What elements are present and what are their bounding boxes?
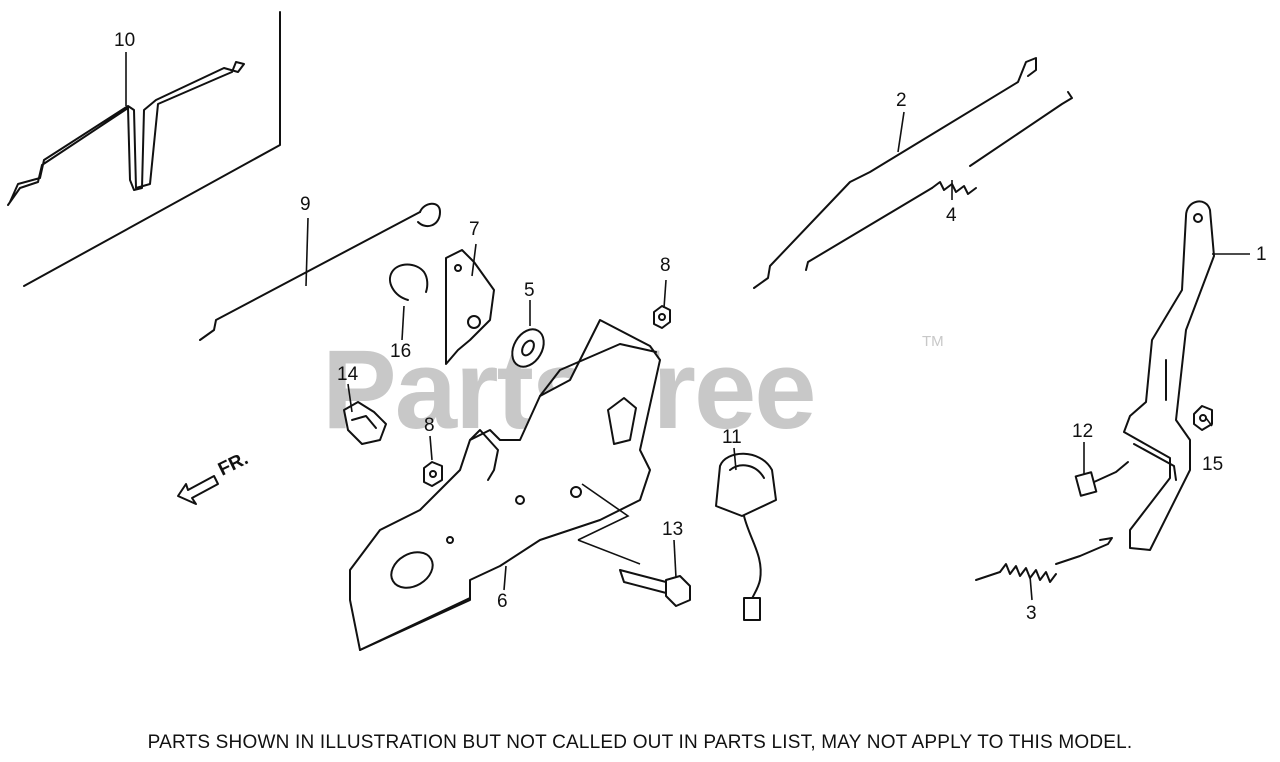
callout-15[interactable]: 15 — [1202, 454, 1223, 475]
part-4-spring[interactable] — [805, 91, 1073, 271]
front-direction-label: FR. — [215, 448, 252, 480]
part-12-screw[interactable] — [1074, 461, 1129, 497]
part-6-dash-guide — [577, 483, 630, 541]
callout-14[interactable]: 14 — [337, 364, 359, 385]
callout-1[interactable]: 1 — [1256, 244, 1267, 265]
callout-8-upper[interactable]: 8 — [660, 255, 671, 276]
callout-13[interactable]: 13 — [662, 519, 683, 540]
callout-10[interactable]: 10 — [114, 30, 135, 51]
callout-7[interactable]: 7 — [469, 219, 480, 240]
part-5-washer[interactable] — [506, 324, 550, 373]
part-11-switch[interactable] — [715, 452, 777, 621]
callout-12[interactable]: 12 — [1072, 421, 1093, 442]
callout-4[interactable]: 4 — [946, 205, 957, 226]
part-9-rod[interactable] — [199, 202, 441, 341]
watermark-trademark: TM — [922, 333, 944, 350]
callout-labels: 1 2 3 4 5 6 7 8 8 9 10 11 12 13 14 15 16 — [114, 30, 1267, 624]
callout-5[interactable]: 5 — [524, 280, 535, 301]
part-8a-nut[interactable] — [653, 305, 671, 329]
part-1-lever[interactable] — [1123, 200, 1215, 551]
part-6-base-plate[interactable] — [349, 319, 661, 651]
part-13-bolt[interactable] — [619, 569, 691, 607]
callout-3[interactable]: 3 — [1026, 603, 1037, 624]
callout-8-lower[interactable]: 8 — [424, 415, 435, 436]
part-15-nut[interactable] — [1193, 405, 1213, 431]
part-3-spring[interactable] — [975, 537, 1113, 583]
part-2-rod[interactable] — [753, 57, 1037, 289]
disclaimer-note: PARTS SHOWN IN ILLUSTRATION BUT NOT CALL… — [147, 732, 1133, 753]
callout-6[interactable]: 6 — [497, 591, 508, 612]
callout-9[interactable]: 9 — [300, 194, 311, 215]
part-14-clip[interactable] — [343, 401, 387, 445]
part-16-circlip[interactable] — [389, 263, 429, 301]
leader-lines — [125, 52, 1250, 601]
front-direction-marker: FR. — [177, 448, 252, 505]
callout-11[interactable]: 11 — [722, 427, 742, 448]
frame-line — [23, 11, 281, 287]
part-7-plate[interactable] — [445, 249, 495, 365]
part-8b-nut[interactable] — [423, 461, 443, 487]
part-13-dash-guide — [577, 539, 641, 565]
callout-2[interactable]: 2 — [896, 90, 907, 111]
callout-16[interactable]: 16 — [390, 341, 411, 362]
part-10-wire[interactable] — [7, 61, 245, 206]
